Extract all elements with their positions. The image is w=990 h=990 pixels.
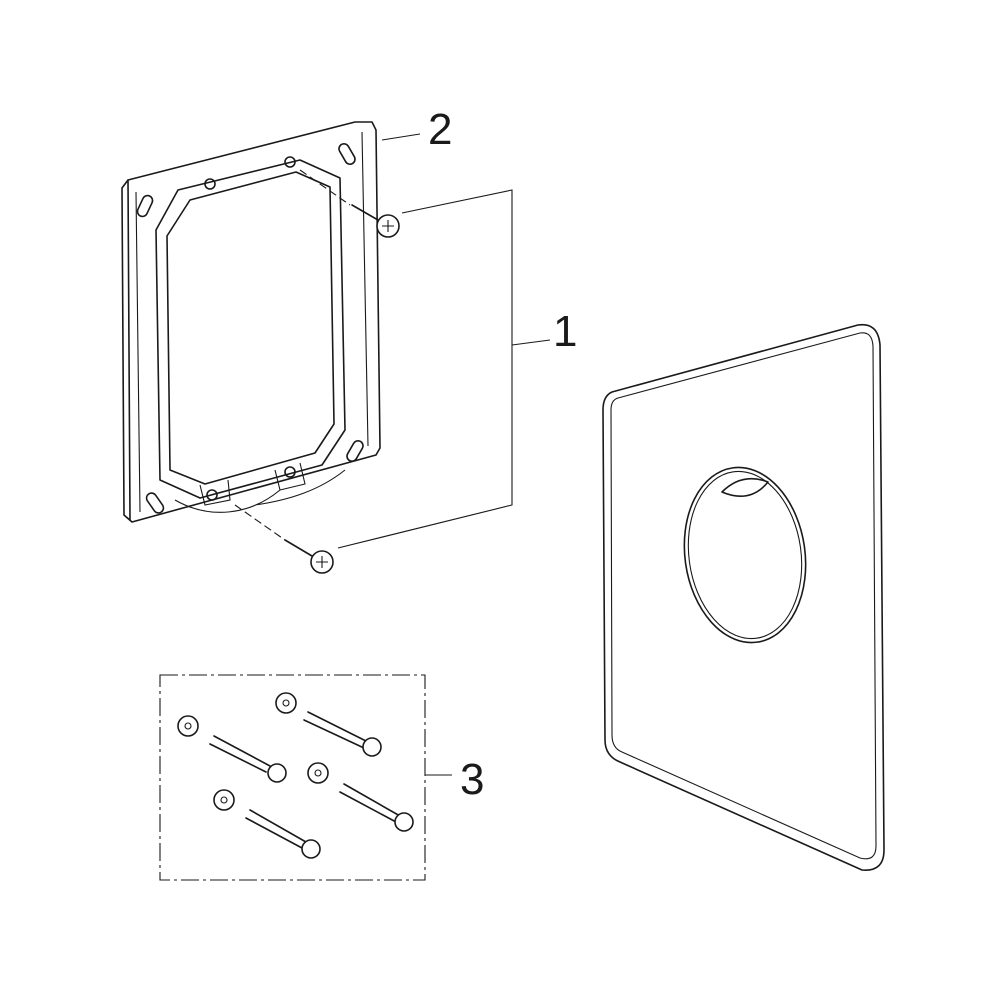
fixing-screw bbox=[213, 789, 321, 859]
mounting-frame bbox=[121, 121, 381, 523]
fixing-set-box bbox=[159, 674, 426, 881]
screw-bottom bbox=[284, 539, 334, 574]
fixing-screw bbox=[177, 715, 287, 783]
callout-part-2: 2 bbox=[428, 105, 453, 154]
assembly-axis-lines bbox=[234, 169, 351, 541]
leader-part-1 bbox=[337, 189, 551, 549]
screw-top bbox=[351, 204, 400, 238]
callout-part-1: 1 bbox=[553, 307, 578, 356]
fixing-screw bbox=[307, 762, 414, 832]
flush-indicator-icon bbox=[721, 477, 769, 498]
fixing-screw bbox=[275, 692, 382, 757]
cover-plate bbox=[602, 323, 885, 871]
leader-part-2 bbox=[381, 133, 421, 141]
callout-part-3: 3 bbox=[460, 755, 485, 804]
